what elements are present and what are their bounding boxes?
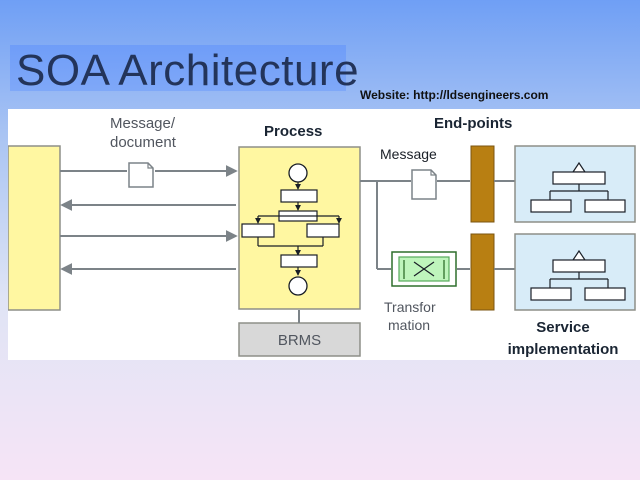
slide-title-band bbox=[10, 45, 346, 91]
service-box-bottom bbox=[514, 233, 636, 311]
flowchart-step-bottom bbox=[280, 254, 318, 268]
process-endpoint-connectors bbox=[360, 180, 470, 270]
svg-text:mation: mation bbox=[388, 317, 430, 333]
website-text: Website: http://ldsengineers.com bbox=[360, 88, 549, 102]
transformation-label: Transfor mation bbox=[384, 299, 436, 333]
end-points-heading: End-points bbox=[434, 115, 512, 132]
transformation-component bbox=[391, 251, 457, 287]
flowchart-step-top bbox=[280, 189, 318, 203]
endpoint-bar-bottom bbox=[470, 233, 495, 311]
client-process-connectors bbox=[60, 165, 238, 275]
message-document-icon bbox=[128, 162, 154, 188]
soa-architecture-diagram: Message/ document Process bbox=[8, 109, 640, 360]
process-heading: Process bbox=[264, 123, 322, 140]
diagram-canvas: Message/ document Process bbox=[8, 109, 640, 360]
flowchart-step-left bbox=[241, 223, 275, 238]
svg-text:implementation: implementation bbox=[508, 341, 619, 358]
endpoint-bar-top bbox=[470, 145, 495, 223]
svg-text:Transfor: Transfor bbox=[384, 299, 436, 315]
svg-text:Message: Message bbox=[380, 146, 437, 162]
svg-text:Service: Service bbox=[536, 319, 589, 336]
svg-text:Process: Process bbox=[264, 123, 322, 140]
message-icon bbox=[411, 169, 437, 200]
service-implementation-label: Service implementation bbox=[508, 319, 619, 358]
flowchart-start-node bbox=[288, 163, 308, 183]
svg-text:End-points: End-points bbox=[434, 115, 512, 132]
brms-box: BRMS bbox=[238, 322, 361, 357]
svg-text:document: document bbox=[110, 134, 177, 151]
flowchart-end-node bbox=[288, 276, 308, 296]
svg-text:Message/: Message/ bbox=[110, 115, 176, 132]
message-label: Message bbox=[380, 146, 437, 162]
slide-title: SOA Architecture bbox=[16, 46, 360, 95]
process-flowchart bbox=[241, 163, 342, 296]
endpoint-service-connectors bbox=[494, 180, 515, 270]
service-box-top bbox=[514, 145, 636, 223]
message-document-label: Message/ document bbox=[110, 115, 177, 151]
flowchart-step-right bbox=[306, 223, 340, 238]
client-application-box bbox=[8, 145, 61, 311]
svg-text:BRMS: BRMS bbox=[278, 332, 321, 349]
